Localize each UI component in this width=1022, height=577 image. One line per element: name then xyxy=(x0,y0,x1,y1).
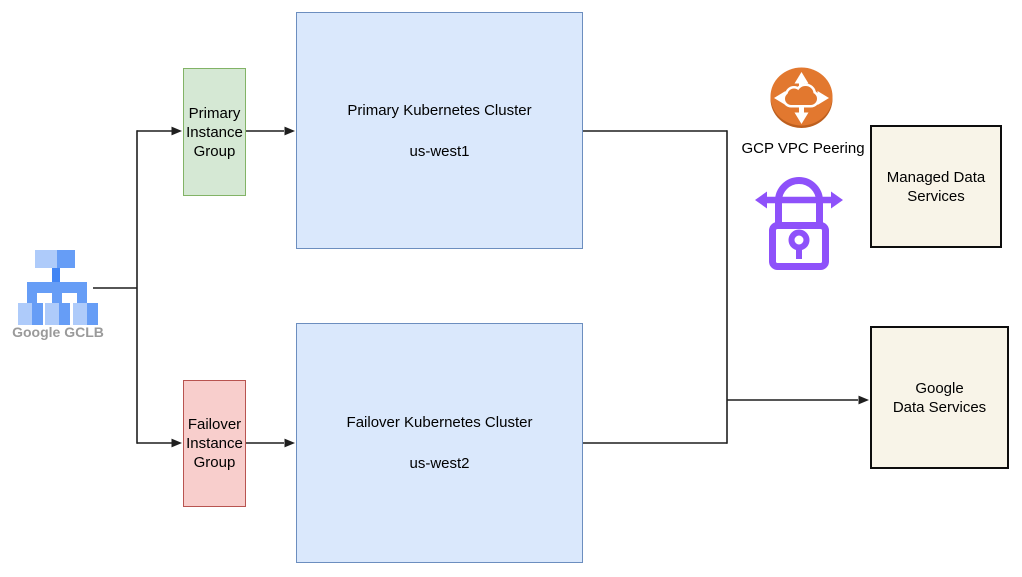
icon-segment xyxy=(57,250,75,268)
load-balancer-icon-bar xyxy=(27,282,87,293)
primary-instance-group-box: Primary Instance Group xyxy=(183,68,246,196)
failover-instance-group-box: Failover Instance Group xyxy=(183,380,246,507)
failover-instance-group-label-line: Failover xyxy=(187,416,242,433)
load-balancer-icon-backend xyxy=(45,303,70,325)
edge-failover-instance-group-to-cluster xyxy=(246,438,295,448)
google-gclb-node: Google GCLB xyxy=(12,250,104,340)
managed-data-services-label-line: Managed Data xyxy=(886,168,986,186)
failover-cluster-title: Failover Kubernetes Cluster xyxy=(346,414,533,431)
google-data-services-label-line: Data Services xyxy=(892,398,987,416)
failover-instance-group-label-line: Group xyxy=(193,454,236,471)
load-balancer-icon-backend xyxy=(73,303,98,325)
load-balancer-icon xyxy=(35,250,75,268)
failover-instance-group-label-line: Instance xyxy=(186,435,243,452)
primary-instance-group-label-line: Instance xyxy=(186,123,243,141)
vpc-peering-label: GCP VPC Peering xyxy=(741,140,865,157)
load-balancer-icon-backend xyxy=(18,303,43,325)
edge-primary-instance-group-to-cluster xyxy=(246,126,295,136)
load-balancer-icon-stem xyxy=(52,268,60,282)
lock-arrows-icon xyxy=(755,177,843,270)
google-data-services-label-line: Google xyxy=(915,379,964,397)
edge-junction-to-failover-instance-group xyxy=(137,438,182,448)
primary-kubernetes-cluster-box: Primary Kubernetes Cluster us-west1 xyxy=(296,12,583,249)
load-balancer-icon-leg xyxy=(77,293,87,303)
load-balancer-icon-leg xyxy=(27,293,37,303)
failover-kubernetes-cluster-box: Failover Kubernetes Cluster us-west2 xyxy=(296,323,583,563)
icon-segment xyxy=(18,303,32,325)
primary-instance-group-label-line: Group xyxy=(193,142,236,160)
google-data-services-box: Google Data Services xyxy=(870,326,1009,469)
gclb-label: Google GCLB xyxy=(12,324,104,340)
icon-segment xyxy=(31,303,43,325)
managed-data-services-label-line: Services xyxy=(907,187,965,205)
edge-trunk-to-google-data-services xyxy=(727,395,869,405)
managed-data-services-box: Managed Data Services xyxy=(870,125,1002,248)
icon-segment xyxy=(73,303,87,325)
vpc-peering-icon xyxy=(770,67,833,128)
icon-segment xyxy=(86,303,98,325)
icon-segment xyxy=(35,250,57,268)
primary-cluster-region: us-west1 xyxy=(409,142,470,160)
icon-segment xyxy=(58,303,70,325)
icon-segment xyxy=(45,303,59,325)
load-balancer-icon-leg xyxy=(52,293,62,303)
edge-junction-to-primary-instance-group xyxy=(137,126,182,136)
primary-cluster-title: Primary Kubernetes Cluster xyxy=(347,101,532,119)
failover-cluster-region: us-west2 xyxy=(409,455,470,472)
primary-instance-group-label-line: Primary xyxy=(188,104,241,122)
